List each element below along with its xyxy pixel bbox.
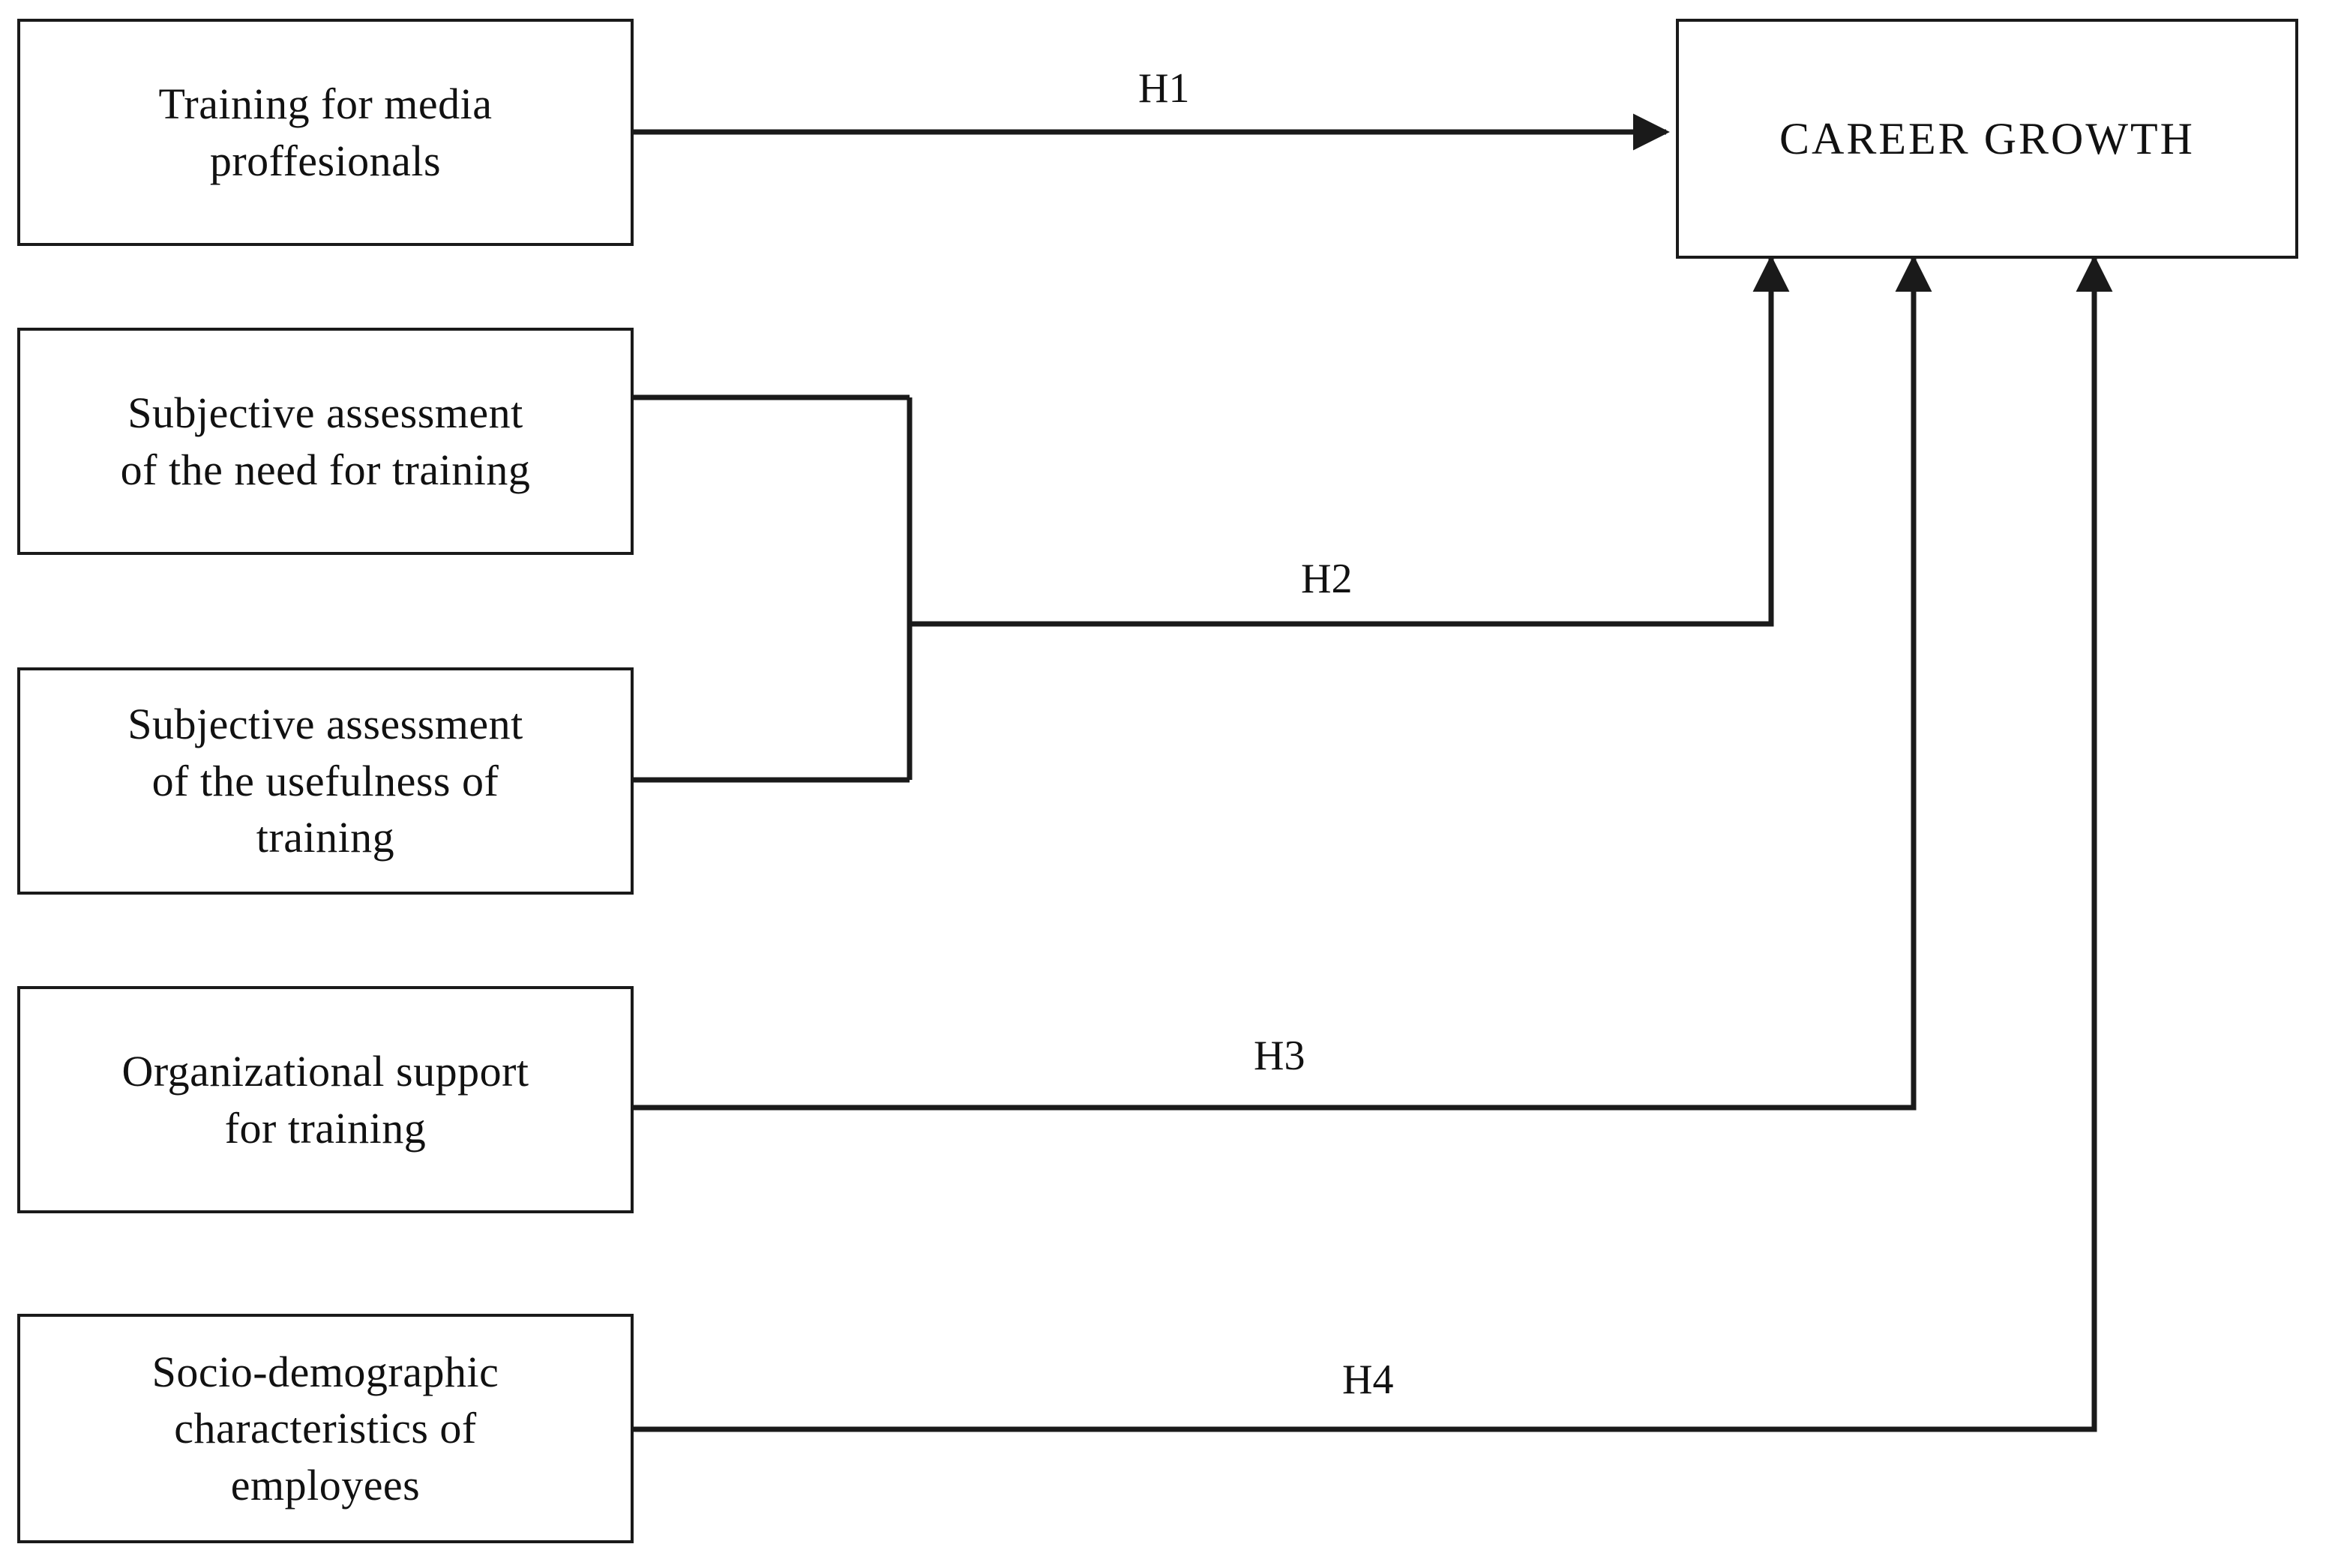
- node-usefulness-assessment[interactable]: Subjective assessment of the usefulness …: [17, 667, 634, 895]
- node-need-assessment-label: Subjective assessment of the need for tr…: [120, 388, 531, 494]
- edge-h2-path: [910, 255, 1790, 627]
- node-career-growth[interactable]: CAREER GROWTH: [1676, 19, 2298, 259]
- node-training-media-label: Training for media proffesionals: [158, 79, 493, 185]
- edge-label-h4: H4: [1342, 1357, 1394, 1403]
- node-socio-demographic[interactable]: Socio-demographic characteristics of emp…: [17, 1314, 634, 1543]
- node-usefulness-assessment-label: Subjective assessment of the usefulness …: [127, 700, 523, 862]
- node-career-growth-label: CAREER GROWTH: [1779, 114, 2195, 163]
- edge-label-h3: H3: [1254, 1033, 1305, 1079]
- node-org-support-label: Organizational support for training: [121, 1047, 529, 1153]
- node-socio-demographic-label: Socio-demographic characteristics of emp…: [151, 1347, 499, 1510]
- edge-h3-path: [634, 255, 1932, 1111]
- edge-label-h1: H1: [1138, 65, 1190, 112]
- node-org-support[interactable]: Organizational support for training: [17, 986, 634, 1213]
- node-need-assessment[interactable]: Subjective assessment of the need for tr…: [17, 328, 634, 555]
- node-training-media[interactable]: Training for media proffesionals: [17, 19, 634, 246]
- edge-label-h2: H2: [1301, 556, 1353, 602]
- edge-h4-path: [634, 255, 2113, 1432]
